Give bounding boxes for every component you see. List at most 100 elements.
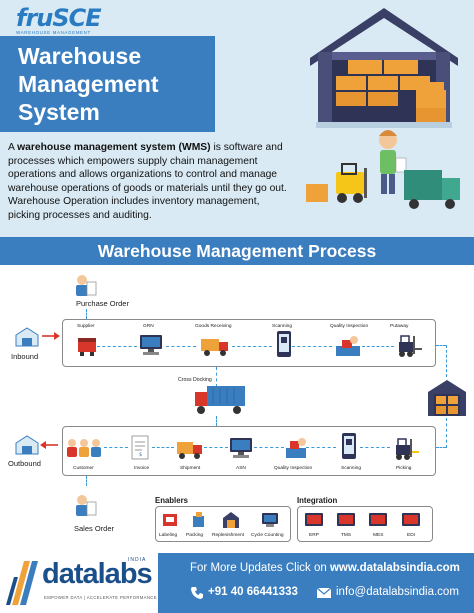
quality-inspection-icon	[336, 336, 360, 356]
outbound-connector-3	[204, 447, 228, 448]
footer-phone[interactable]: +91 40 66441333	[208, 586, 298, 598]
sales-order-connector	[86, 476, 87, 486]
process-banner: Warehouse Management Process	[0, 237, 474, 265]
inbound-process-row	[62, 319, 436, 367]
integration-mes: MES	[373, 533, 384, 538]
title-line-2: Management	[18, 71, 159, 97]
footer-email[interactable]: info@datalabsindia.com	[336, 586, 459, 598]
outbound-arrow-icon	[40, 441, 58, 449]
inbound-connector-1	[97, 346, 137, 347]
inbound-warehouse-icon	[15, 327, 39, 347]
outbound-connector-1	[104, 447, 128, 448]
picking-forklift-icon	[396, 438, 419, 460]
loop-connector-outbound	[446, 418, 447, 448]
datalabs-logo: datalabs INDIA EMPOWER DATA | ACCELERATE…	[0, 553, 158, 613]
footer-update-text: For More Updates Click on www.datalabsin…	[190, 562, 460, 574]
process-title: Warehouse Management Process	[97, 241, 377, 261]
integration-title: Integration	[297, 496, 338, 505]
footer-update-prefix: For More Updates Click on	[190, 562, 330, 574]
sales-order-icon	[76, 495, 97, 516]
enablers-title: Enablers	[155, 496, 188, 505]
inbound-step-supplier: Supplier	[77, 324, 95, 329]
inbound-step-goods-receiving: Goods Receiving	[195, 324, 232, 329]
customer-group-icon	[67, 439, 101, 457]
scanning-phone-icon	[277, 331, 291, 357]
inbound-label: Inbound	[11, 352, 39, 361]
title-line-1: Warehouse	[18, 43, 142, 69]
integration-edi: EDI	[407, 533, 415, 538]
outbound-step-customer: Customer	[73, 466, 94, 471]
outbound-step-scanning: Scanning	[341, 466, 362, 471]
tms-icon	[337, 513, 355, 526]
svg-text:$: $	[139, 452, 142, 458]
goods-receiving-truck-icon	[201, 339, 228, 356]
datalabs-wordmark: datalabs	[42, 558, 153, 590]
sales-order-label: Sales Order	[74, 524, 115, 533]
phone-icon	[191, 587, 203, 599]
putaway-forklift-icon	[399, 335, 422, 357]
inbound-connector-5	[362, 346, 394, 347]
erp-icon	[305, 513, 323, 526]
intro-paragraph: A warehouse management system (WMS) is s…	[8, 141, 294, 222]
enabler-packing: Packing	[186, 533, 204, 538]
integration-tms: TMS	[341, 533, 352, 538]
outbound-label: Outbound	[8, 459, 41, 468]
loop-connector-down	[446, 345, 447, 377]
outbound-connector-5	[306, 447, 336, 448]
asn-computer-icon	[230, 438, 252, 458]
page-title: Warehouse Management System	[0, 36, 215, 132]
inbound-connector-3	[232, 346, 272, 347]
shipment-truck-icon	[177, 442, 202, 459]
outbound-step-invoice: Invoice	[134, 466, 150, 471]
cross-docking-connector-top	[216, 367, 217, 387]
integration-erp: ERP	[309, 533, 319, 538]
inbound-connector-4	[292, 346, 332, 347]
intro-bold-term: warehouse management system (WMS)	[17, 142, 211, 153]
outbound-connector-2	[152, 447, 174, 448]
invoice-document-icon: $	[131, 435, 149, 460]
mail-icon	[316, 587, 332, 598]
cycle-counting-icon	[262, 513, 278, 527]
cross-docking-label: Cross Docking	[178, 377, 212, 383]
packing-icon	[193, 512, 204, 527]
outbound-connector-4	[254, 447, 284, 448]
grn-computer-icon	[140, 335, 162, 355]
logo-subtitle: WAREHOUSE MANAGEMENT	[16, 30, 91, 35]
datalabs-india: INDIA	[128, 557, 147, 563]
inbound-step-quality-inspection: Quality Inspection	[330, 324, 369, 329]
warehouse-illustration	[306, 8, 460, 209]
logo-text: fruSCE	[16, 4, 102, 32]
enabler-cycle-counting: Cycle Counting	[251, 533, 284, 538]
purchase-order-icon	[76, 275, 97, 296]
po-connector	[86, 309, 87, 319]
outbound-step-picking: Picking	[396, 466, 412, 471]
outbound-scanning-phone-icon	[342, 433, 356, 459]
cross-docking-connector-bottom	[216, 416, 217, 426]
datalabs-tagline: EMPOWER DATA | ACCELERATE PERFORMANCE	[44, 595, 157, 600]
inbound-arrow-icon	[42, 332, 60, 340]
outbound-step-quality-inspection: Quality Inspection	[274, 466, 313, 471]
replenishment-icon	[223, 512, 239, 528]
cross-docking-truck-icon	[195, 386, 245, 414]
intro-prefix: A	[8, 142, 18, 153]
loop-connector-left	[436, 447, 446, 448]
intro-rest: is software and processes which empowers…	[8, 142, 287, 221]
edi-icon	[402, 513, 420, 526]
outbound-step-asn: ASN	[236, 466, 246, 471]
mes-icon	[369, 513, 387, 526]
enabler-labeling: Labeling	[159, 533, 178, 538]
datalabs-mark-icon	[6, 561, 38, 605]
outbound-step-shipment: Shipment	[180, 466, 201, 471]
labeling-icon	[163, 514, 177, 526]
purchase-order-label: Purchase Order	[76, 299, 129, 308]
title-line-3: System	[18, 99, 100, 125]
warehouse-storage-icon	[428, 380, 466, 416]
outbound-warehouse-icon	[15, 435, 39, 455]
inbound-step-grn: GRN	[143, 324, 154, 329]
enabler-replenishment: Replenishment	[212, 533, 244, 538]
inbound-connector-2	[166, 346, 196, 347]
footer-website-link[interactable]: www.datalabsindia.com	[329, 562, 460, 574]
supplier-icon	[78, 338, 96, 356]
outbound-connector-6	[360, 447, 390, 448]
loop-connector-right	[436, 345, 446, 346]
